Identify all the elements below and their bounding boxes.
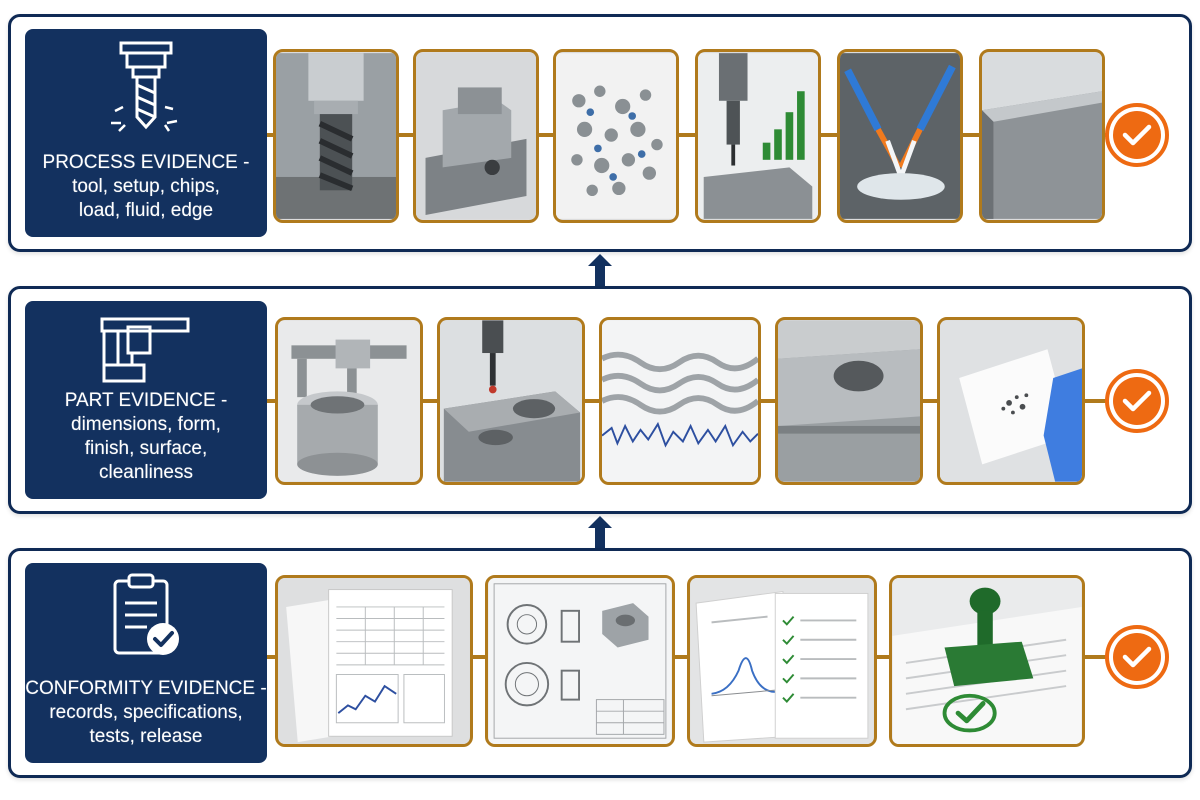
conformity-evidence-panel: CONFORMITY EVIDENCE - records, specifica… (8, 548, 1192, 778)
clipboard-check-icon (101, 571, 191, 668)
part-evidence-panel: PART EVIDENCE - dimensions, form, finish… (8, 286, 1192, 514)
up-arrow-2 (586, 514, 614, 553)
process-check-badge (1105, 103, 1169, 167)
records-photo (275, 575, 473, 747)
check-icon (1122, 390, 1152, 412)
up-arrow-1 (586, 252, 614, 291)
machined-surface-photo (775, 317, 923, 485)
test-report-photo (687, 575, 877, 747)
part-check-badge (1105, 369, 1169, 433)
check-icon (1122, 124, 1152, 146)
caliper-icon (96, 309, 196, 394)
surface-profile-photo (599, 317, 761, 485)
drawing-photo (485, 575, 675, 747)
milling-tool-icon (101, 39, 191, 144)
coolant-photo (837, 49, 963, 223)
cleanliness-wipe-photo (937, 317, 1085, 485)
conformity-evidence-label-box: CONFORMITY EVIDENCE - records, specifica… (25, 563, 267, 763)
process-connector-line (267, 133, 1113, 137)
edge-photo (979, 49, 1105, 223)
part-evidence-title: PART EVIDENCE - dimensions, form, finish… (64, 390, 228, 483)
process-evidence-title: PROCESS EVIDENCE - tool, setup, chips, l… (42, 152, 250, 221)
conformity-evidence-title: CONFORMITY EVIDENCE - records, specifica… (25, 678, 267, 747)
cmm-probe-photo (437, 317, 585, 485)
vise-setup-photo (413, 49, 539, 223)
end-mill-photo (273, 49, 399, 223)
part-evidence-label-box: PART EVIDENCE - dimensions, form, finish… (25, 301, 267, 499)
conformity-check-badge (1105, 625, 1169, 689)
chips-photo (553, 49, 679, 223)
process-evidence-label-box: PROCESS EVIDENCE - tool, setup, chips, l… (25, 29, 267, 237)
process-evidence-panel: PROCESS EVIDENCE - tool, setup, chips, l… (8, 14, 1192, 252)
release-stamp-photo (889, 575, 1085, 747)
spindle-load-photo (695, 49, 821, 223)
caliper-measure-photo (275, 317, 423, 485)
check-icon (1122, 646, 1152, 668)
